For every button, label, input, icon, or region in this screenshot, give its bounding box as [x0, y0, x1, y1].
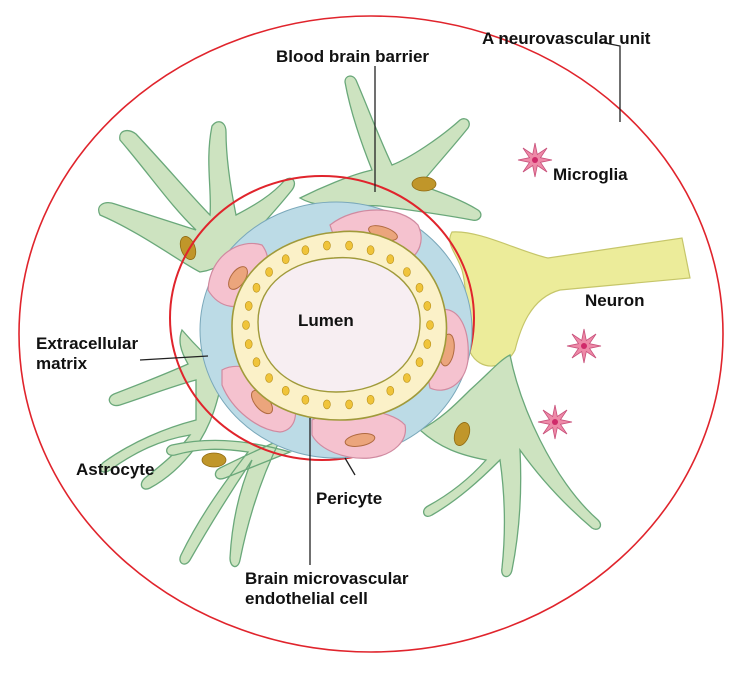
label-endothelial-line2: endothelial cell: [245, 589, 368, 608]
endothelial-nucleus: [415, 357, 424, 368]
label-neuron: Neuron: [585, 291, 645, 310]
endothelial-nucleus: [244, 339, 253, 349]
label-extracellular-line2: matrix: [36, 354, 88, 373]
blood-brain-barrier-ring: [169, 175, 475, 461]
endothelial-nucleus: [403, 373, 411, 383]
endothelial-nucleus: [403, 267, 411, 277]
leader-extracellular-matrix: [139, 355, 209, 361]
endothelial-nucleus: [386, 385, 395, 396]
astrocyte-nuclei: [179, 176, 471, 468]
endothelial-nucleus: [281, 385, 290, 396]
astrocyte-top: [298, 75, 482, 221]
endothelial-nucleus: [301, 245, 310, 255]
endothelial-nucleus: [281, 254, 290, 265]
microglia-cells: [517, 142, 602, 440]
leader-lines: [139, 41, 621, 565]
label-pericyte: Pericyte: [316, 489, 382, 508]
label-lumen: Lumen: [298, 311, 354, 330]
endothelial-nucleus: [265, 373, 273, 383]
endothelial-nucleus: [244, 301, 253, 311]
endothelial-nucleus: [415, 282, 424, 293]
label-astrocyte: Astrocyte: [76, 460, 154, 479]
lumen: [257, 256, 421, 393]
label-endothelial-line1: Brain microvascular: [245, 569, 409, 588]
endothelial-nucleus: [426, 320, 434, 330]
endothelial-nucleus: [252, 282, 261, 293]
endothelial-nucleus: [423, 301, 432, 311]
endothelial-nucleus: [242, 320, 250, 330]
leader-neurovascular-unit: [599, 41, 621, 122]
astrocyte-right: [418, 354, 602, 578]
endothelial-nucleus: [366, 394, 375, 405]
label-blood-brain-barrier: Blood brain barrier: [276, 47, 429, 66]
label-microglia: Microglia: [553, 165, 628, 184]
astrocyte-bottom-left: [166, 438, 293, 568]
endothelial-nucleus: [323, 240, 331, 251]
endothelial-nucleus: [423, 339, 432, 349]
endothelial-nucleus: [366, 245, 375, 255]
endothelial-nuclei: [242, 240, 434, 410]
label-extracellular-line1: Extracellular: [36, 334, 138, 353]
endothelial-nucleus: [345, 240, 353, 251]
microglia-cell: [517, 142, 553, 178]
labels: A neurovascular unit Blood brain barrier…: [36, 29, 651, 608]
neurovascular-unit-boundary: [18, 15, 724, 653]
endothelial-nucleus: [252, 357, 261, 368]
microglia-cell: [537, 404, 573, 440]
endothelial-nucleus: [386, 254, 395, 265]
microglia-cell: [566, 328, 602, 364]
endothelial-nucleus: [301, 394, 310, 405]
label-neurovascular-unit: A neurovascular unit: [482, 29, 651, 48]
endothelial-nucleus: [345, 399, 353, 410]
leader-pericyte: [344, 457, 356, 476]
endothelial-nucleus: [265, 267, 273, 277]
endothelial-nucleus: [323, 399, 331, 410]
